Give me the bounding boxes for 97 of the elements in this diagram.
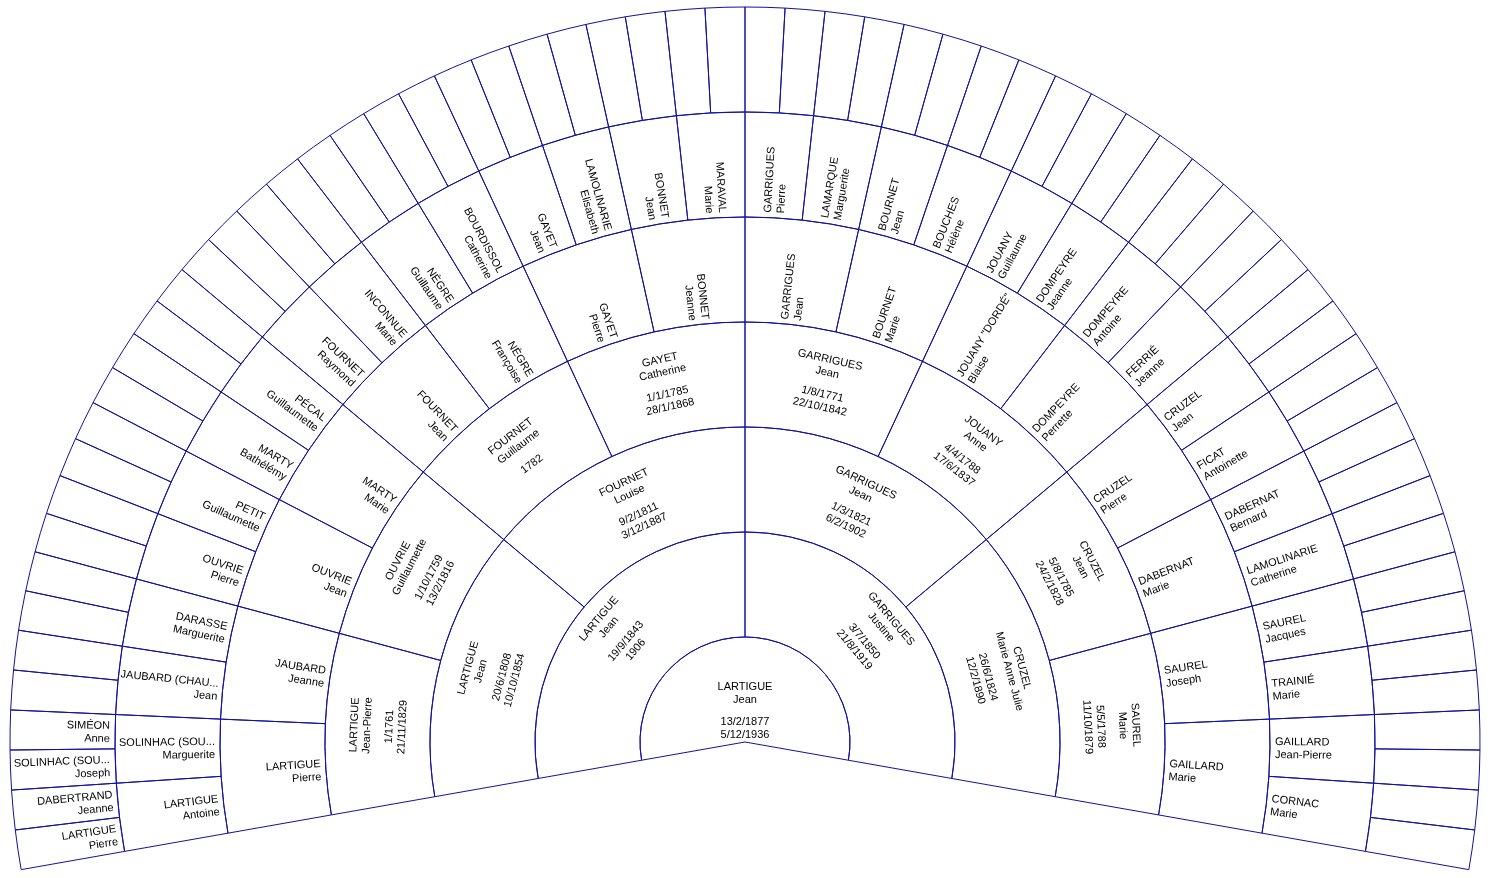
given-name-text: Jean-Pierre [359,696,375,755]
surname-text: SOLINHAC (SOU... [118,734,216,749]
given-name-text: Marie [701,185,717,214]
fan-segment [584,15,644,128]
given-name-text: Marie [1116,710,1131,742]
fan-segment [1342,512,1456,580]
fan-segment [34,512,148,580]
given-name-text: Jean [791,295,807,321]
surname-text: SOLINHAC (SOU... [14,753,111,769]
fan-segment [1373,708,1481,752]
surname-text: LARTIGUE [346,696,361,754]
date-text: 1/1761 [381,708,396,746]
fan-segment [1352,550,1466,614]
fan-segment [507,33,577,147]
fan-segment [132,299,243,393]
fan-segment [675,111,746,222]
given-name-text: Anne [83,730,111,745]
fan-segment [1070,112,1161,224]
fan-segment [744,6,787,114]
fan-segment [235,183,336,288]
fan-segment [1360,589,1473,648]
fan-segment [624,10,678,122]
fan-segment [9,668,120,716]
fan-segment [111,332,223,423]
surname-text: MARAVAL [714,161,730,213]
fan-segment [1302,401,1416,483]
fan-segment [978,58,1057,173]
fan-segment [1040,92,1128,205]
fan-segment [880,23,944,137]
fan-segment [1226,268,1334,365]
fan-segment [663,7,712,117]
fan-segment [546,23,610,137]
fan-segment [9,708,117,752]
fan-segment [1317,437,1432,515]
given-name-text: Jean-Pierre [1274,747,1332,762]
fan-segment [812,10,866,122]
fan-segment [17,589,130,648]
fan-segment [1372,747,1481,792]
fan-segment [1261,775,1375,853]
fan-segment [1010,74,1093,188]
fan-segment [92,366,204,453]
fan-segment [1154,183,1255,288]
fan-segment [1364,816,1476,871]
fan-segment [329,112,420,224]
given-name-text: Joseph [75,766,111,782]
fan-segment [1203,238,1310,339]
date-text: 5/12/1936 [719,727,771,741]
surname-text: GAILLARD [1274,734,1331,749]
fan-segment [1331,474,1445,548]
given-name-text: Marguerite [161,747,216,762]
fan-segment [913,33,983,147]
fan-segment [9,747,118,792]
fan-segment [14,816,126,871]
fan-segment [265,157,363,265]
fan-segment [846,15,906,128]
fan-segment [1157,718,1271,835]
fan-segment [433,58,512,173]
fan-segment [74,401,188,483]
fan-segment [470,45,544,159]
given-name-text: Jean [641,195,659,222]
given-name-text: Pierre [87,835,119,854]
fan-segment [180,238,287,339]
surname-text: JAUBARD (CHAU... [119,667,219,690]
surname-text: SAUREL [1128,701,1144,750]
fan-segment [24,550,138,614]
fan-segment [1247,299,1358,393]
fan-segment [778,7,827,117]
fan-segment [946,45,1020,159]
date-text: 11/10/1879 [1080,699,1096,755]
fan-segment [703,6,746,114]
date-text: 13/2/1877 [719,714,771,728]
surname-text: SIMÉON [66,717,111,732]
fan-segment [1286,366,1398,453]
fan-segment [1127,157,1225,265]
given-name-text: Marie [1272,687,1302,703]
fan-segment [45,474,159,548]
fan-segment [207,210,311,313]
fan-segment [362,92,450,205]
fan-segment [1267,332,1379,423]
fan-segment [296,134,391,244]
fan-segment [1370,668,1481,716]
surname-text: LARTIGUE [717,679,773,693]
fan-segment [1099,134,1194,244]
fan-segment [1048,632,1166,816]
date-text: 5/5/1788 [1094,703,1109,751]
given-name-text: Jean [732,692,758,706]
fan-segment [156,268,264,365]
given-name-text: Jean [191,687,218,703]
given-name-text: Antoine [181,805,221,824]
date-text: 21/11/1829 [394,698,410,756]
fan-segment [58,437,173,515]
fan-segment [1179,210,1283,313]
fan-segment [1366,629,1478,682]
fan-segment [1369,782,1480,831]
given-name-text: Marie [1269,805,1299,823]
surname-text: TRAINIÉ [1271,672,1316,690]
fan-segment [397,74,480,188]
